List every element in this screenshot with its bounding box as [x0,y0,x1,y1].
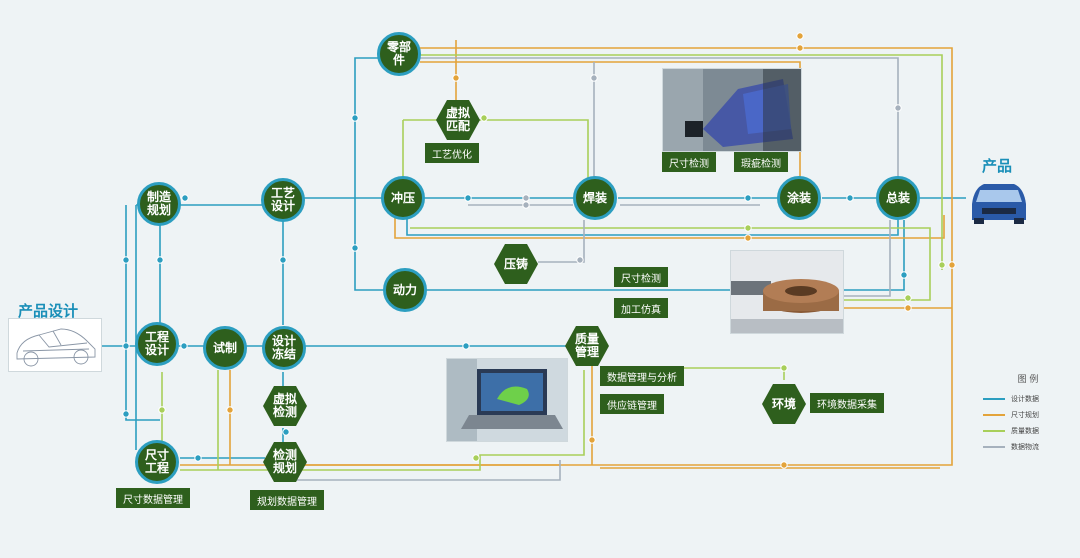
junction-dot [796,32,804,40]
laptop-data-photo [446,358,568,442]
legend-item: 尺寸规划 [983,407,1073,423]
junction-dot [588,436,596,444]
legend-item: 数据物流 [983,439,1073,455]
node-design-freeze[interactable]: 设计冻结 [262,326,306,370]
junction-dot [156,256,164,264]
machining-photo [730,250,844,334]
car-wireframe-image [8,318,102,372]
junction-dot [279,256,287,264]
junction-dot [904,294,912,302]
legend-item: 设计数据 [983,391,1073,407]
legend-swatch [983,398,1005,400]
box-defect-check[interactable]: 瑕疵检测 [734,152,788,172]
junction-dot [351,244,359,252]
junction-dot [452,74,460,82]
junction-dot [462,342,470,350]
junction-dot [796,44,804,52]
junction-dot [900,271,908,279]
junction-dot [464,194,472,202]
hex-inspection-planning[interactable]: 检测规划 [263,442,307,482]
box-supply-chain[interactable]: 供应链管理 [600,394,664,414]
junction-dot [226,406,234,414]
junction-dot [194,454,202,462]
car-product-image [966,174,1032,228]
box-dimension-data-mgmt[interactable]: 尺寸数据管理 [116,488,190,508]
node-power[interactable]: 动力 [383,268,427,312]
legend-swatch [983,446,1005,448]
junction-dot [744,224,752,232]
legend-title: 图 例 [1017,375,1039,385]
node-stamping[interactable]: 冲压 [381,176,425,220]
legend-label: 尺寸规划 [1011,411,1039,419]
node-process-design[interactable]: 工艺设计 [261,178,305,222]
node-manufacturing-planning[interactable]: 制造规划 [137,182,181,226]
legend: 图 例 设计数据尺寸规划质量数据数据物流 [983,372,1073,455]
junction-dot [158,406,166,414]
legend-label: 设计数据 [1011,395,1039,403]
box-dimension-check-mid[interactable]: 尺寸检测 [614,267,668,287]
junction-dot [780,364,788,372]
node-assembly[interactable]: 总装 [876,176,920,220]
product-title: 产品 [982,157,1013,175]
junction-dot [780,461,788,469]
box-data-mgmt[interactable]: 数据管理与分析 [600,366,684,386]
box-process-optimization[interactable]: 工艺优化 [425,143,479,163]
hex-virtual-inspection[interactable]: 虚拟检测 [263,386,307,426]
junction-dot [576,256,584,264]
box-machining-sim[interactable]: 加工仿真 [614,298,668,318]
junction-dot [180,342,188,350]
box-planning-data-mgmt[interactable]: 规划数据管理 [250,490,324,510]
legend-label: 质量数据 [1011,427,1039,435]
junction-dot [351,114,359,122]
legend-item: 质量数据 [983,423,1073,439]
node-engineering-design[interactable]: 工程设计 [135,322,179,366]
junction-dot [744,194,752,202]
junction-dot [938,261,946,269]
junction-dot [744,234,752,242]
junction-dot [522,194,530,202]
legend-label: 数据物流 [1011,443,1039,451]
node-trial[interactable]: 试制 [203,326,247,370]
product-design-title: 产品设计 [18,302,79,320]
node-welding[interactable]: 焊装 [573,176,617,220]
junction-dot [122,256,130,264]
node-dimension-engineering[interactable]: 尺寸工程 [135,440,179,484]
box-env-data[interactable]: 环境数据采集 [810,393,884,413]
inspection-robot-photo [662,68,802,152]
junction-dot [904,304,912,312]
legend-swatch [983,414,1005,416]
junction-dot [846,194,854,202]
junction-dot [122,342,130,350]
box-dimension-check-top[interactable]: 尺寸检测 [662,152,716,172]
junction-dot [472,454,480,462]
junction-dot [480,114,488,122]
junction-dot [282,428,290,436]
junction-dot [590,74,598,82]
legend-swatch [983,430,1005,432]
junction-dot [894,104,902,112]
node-parts[interactable]: 零部件 [377,32,421,76]
junction-dot [181,194,189,202]
hex-virtual-matching[interactable]: 虚拟匹配 [436,100,480,140]
junction-dot [122,410,130,418]
junction-dot [948,261,956,269]
node-painting[interactable]: 涂装 [777,176,821,220]
junction-dot [522,201,530,209]
